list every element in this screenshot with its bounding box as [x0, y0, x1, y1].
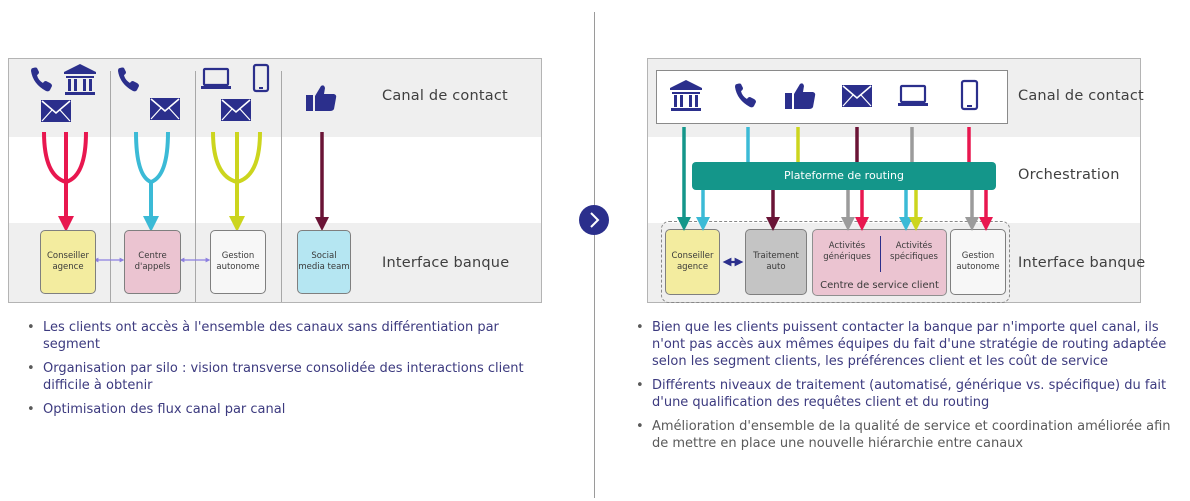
thumbs-up-icon: [785, 83, 816, 109]
envelope-icon: [150, 98, 180, 120]
left-bullet-1: Les clients ont accès à l'ensemble des c…: [26, 319, 546, 353]
phone-icon: [118, 67, 139, 92]
conseiller-agence-box: Conseiller agence: [40, 230, 96, 294]
left-separator-1: [110, 71, 111, 302]
right-bullet-1: Bien que les clients puissent contacter …: [635, 319, 1183, 370]
envelope-icon: [41, 100, 71, 122]
mobile-icon: [252, 63, 270, 93]
bank-icon: [64, 64, 96, 95]
left-separator-2: [195, 71, 196, 302]
thumbs-up-icon: [306, 85, 337, 111]
bank-icon: [670, 80, 702, 111]
right-interface-label: Interface banque: [1018, 255, 1146, 271]
left-interface-band: [9, 223, 541, 302]
envelope-icon: [221, 99, 251, 121]
conseiller-agence-box-right: Conseiller agence: [665, 229, 720, 295]
laptop-icon: [201, 67, 231, 89]
centre-appels-box: Centre d'appels: [124, 230, 181, 294]
channel-icons-box: [656, 70, 1008, 124]
left-bullet-3: Optimisation des flux canal par canal: [26, 401, 546, 418]
routing-platform-bar: Plateforme de routing: [692, 162, 996, 190]
traitement-auto-box: Traitement auto: [745, 229, 807, 295]
right-bullet-2: Différents niveaux de traitement (automa…: [635, 377, 1183, 411]
interface-group-outline: [661, 221, 1010, 303]
left-bullet-2: Organisation par silo : vision transvers…: [26, 360, 546, 394]
activites-separator: [880, 236, 881, 272]
right-bullet-list: Bien que les clients puissent contacter …: [635, 319, 1183, 459]
panel-divider: [594, 12, 595, 498]
gestion-autonome-box: Gestion autonome: [210, 230, 266, 294]
cyan-flow-fork: [134, 131, 170, 232]
left-separator-3: [281, 71, 282, 302]
red-flow-fork: [42, 131, 88, 232]
activites-specifiques-label: Activités spécifiques: [890, 241, 938, 262]
laptop-icon: [898, 84, 928, 106]
phone-icon: [735, 83, 756, 108]
social-media-team-box: Social media team: [297, 230, 351, 294]
gestion-autonome-box-right: Gestion autonome: [950, 229, 1006, 295]
left-contact-band: [9, 59, 541, 137]
centre-service-client-label: Centre de service client: [820, 280, 939, 291]
chevron-right-icon: [579, 205, 609, 235]
lime-flow-fork: [211, 131, 262, 232]
left-contact-label: Canal de contact: [382, 88, 508, 104]
phone-icon: [31, 67, 52, 92]
activites-generiques-label: Activités génériques: [823, 241, 871, 262]
mobile-icon: [960, 79, 979, 111]
left-interface-label: Interface banque: [382, 255, 510, 271]
envelope-icon: [842, 85, 872, 107]
orchestration-label: Orchestration: [1018, 167, 1120, 183]
centre-service-client-box: Activités génériques Activités spécifiqu…: [812, 229, 947, 296]
left-bullet-list: Les clients ont accès à l'ensemble des c…: [26, 319, 546, 425]
right-contact-label: Canal de contact: [1018, 88, 1144, 104]
right-bullet-3: Amélioration d'ensemble de la qualité de…: [635, 418, 1183, 452]
